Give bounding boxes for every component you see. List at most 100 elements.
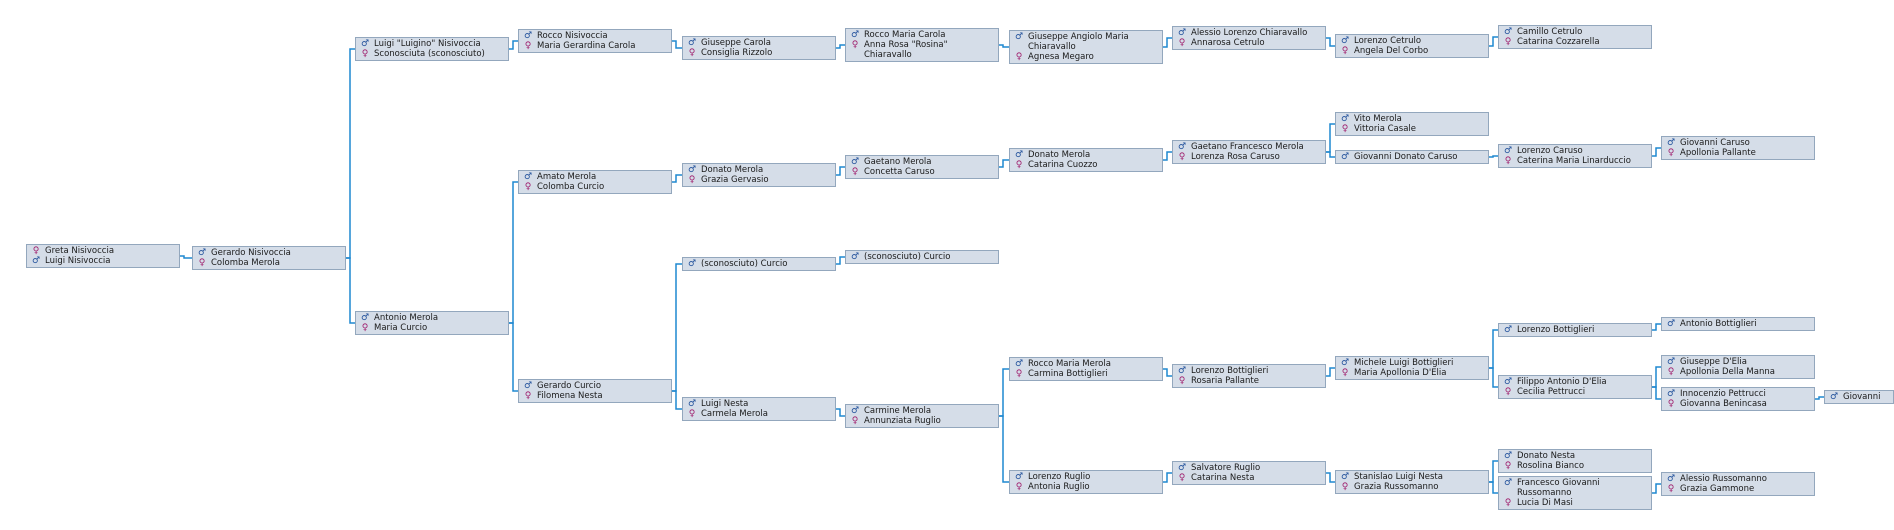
person-node[interactable]: ♂Luigi Nesta♀Carmela Merola — [682, 397, 836, 421]
person-node[interactable]: ♂Gerardo Nisivoccia♀Colomba Merola — [192, 246, 346, 270]
person-entry[interactable]: ♀Antonia Ruglio — [1014, 482, 1160, 492]
person-entry[interactable]: ♂Giuseppe Carola — [687, 38, 833, 48]
person-node[interactable]: ♂Donato Merola♀Grazia Gervasio — [682, 163, 836, 187]
person-entry[interactable]: ♀Rosaria Pallante — [1177, 376, 1323, 386]
person-node[interactable]: ♂Giovanni Caruso♀Apollonia Pallante — [1661, 136, 1815, 160]
person-entry[interactable]: ♂Salvatore Ruglio — [1177, 463, 1323, 473]
person-entry[interactable]: ♀Catarina Nesta — [1177, 473, 1323, 483]
person-node[interactable]: ♀Greta Nisivoccia♂Luigi Nisivoccia — [26, 244, 180, 268]
person-entry[interactable]: ♂Giovanni — [1829, 392, 1891, 402]
person-entry[interactable]: ♂Gaetano Francesco Merola — [1177, 142, 1323, 152]
person-entry[interactable]: ♂Giuseppe Angiolo Maria Chiaravallo — [1014, 32, 1160, 52]
person-node[interactable]: ♂Lorenzo Bottiglieri — [1498, 323, 1652, 337]
person-entry[interactable]: ♂Innocenzio Pettrucci — [1666, 389, 1812, 399]
person-node[interactable]: ♂Vito Merola♀Vittoria Casale — [1335, 112, 1489, 136]
person-node[interactable]: ♂Lorenzo Ruglio♀Antonia Ruglio — [1009, 470, 1163, 494]
person-node[interactable]: ♂Carmine Merola♀Annunziata Ruglio — [845, 404, 999, 428]
person-entry[interactable]: ♂Antonio Merola — [360, 313, 506, 323]
person-entry[interactable]: ♀Caterina Maria Linarduccio — [1503, 156, 1649, 166]
person-entry[interactable]: ♀Grazia Russomanno — [1340, 482, 1486, 492]
person-node[interactable]: ♂Giuseppe Carola♀Consiglia Rizzolo — [682, 36, 836, 60]
person-entry[interactable]: ♂Francesco Giovanni Russomanno — [1503, 478, 1649, 498]
person-entry[interactable]: ♂Donato Merola — [687, 165, 833, 175]
person-node[interactable]: ♂Rocco Nisivoccia♀Maria Gerardina Carola — [518, 29, 672, 53]
person-entry[interactable]: ♂Rocco Maria Carola — [850, 30, 996, 40]
person-entry[interactable]: ♀Cecilia Pettrucci — [1503, 387, 1649, 397]
person-node[interactable]: ♂Salvatore Ruglio♀Catarina Nesta — [1172, 461, 1326, 485]
person-entry[interactable]: ♀Concetta Caruso — [850, 167, 996, 177]
person-entry[interactable]: ♂Luigi "Luigino" Nisivoccia — [360, 39, 506, 49]
person-node[interactable]: ♂Francesco Giovanni Russomanno♀Lucia Di … — [1498, 476, 1652, 510]
person-entry[interactable]: ♀Catarina Cozzarella — [1503, 37, 1649, 47]
person-node[interactable]: ♂Michele Luigi Bottiglieri♀Maria Apollon… — [1335, 356, 1489, 380]
person-entry[interactable]: ♂Gaetano Merola — [850, 157, 996, 167]
person-entry[interactable]: ♀Annunziata Ruglio — [850, 416, 996, 426]
person-entry[interactable]: ♂Rocco Maria Merola — [1014, 359, 1160, 369]
person-entry[interactable]: ♀Colomba Merola — [197, 258, 343, 268]
person-entry[interactable]: ♂Donato Merola — [1014, 150, 1160, 160]
person-entry[interactable]: ♀Catarina Cuozzo — [1014, 160, 1160, 170]
person-entry[interactable]: ♀Sconosciuta (sconosciuto) — [360, 49, 506, 59]
person-entry[interactable]: ♀Grazia Gammone — [1666, 484, 1812, 494]
person-node[interactable]: ♂Gaetano Merola♀Concetta Caruso — [845, 155, 999, 179]
person-entry[interactable]: ♂Amato Merola — [523, 172, 669, 182]
person-entry[interactable]: ♂Lorenzo Bottiglieri — [1177, 366, 1323, 376]
person-entry[interactable]: ♂Carmine Merola — [850, 406, 996, 416]
person-entry[interactable]: ♀Apollonia Della Manna — [1666, 367, 1812, 377]
person-entry[interactable]: ♀Carmela Merola — [687, 409, 833, 419]
person-entry[interactable]: ♂Filippo Antonio D'Elia — [1503, 377, 1649, 387]
person-entry[interactable]: ♀Consiglia Rizzolo — [687, 48, 833, 58]
person-entry[interactable]: ♂Giovanni Caruso — [1666, 138, 1812, 148]
person-node[interactable]: ♂Alessio Russomanno♀Grazia Gammone — [1661, 472, 1815, 496]
person-entry[interactable]: ♂Giuseppe D'Elia — [1666, 357, 1812, 367]
person-entry[interactable]: ♀Giovanna Benincasa — [1666, 399, 1812, 409]
person-entry[interactable]: ♀Maria Curcio — [360, 323, 506, 333]
person-node[interactable]: ♂Giovanni — [1824, 390, 1894, 404]
person-entry[interactable]: ♂Lorenzo Caruso — [1503, 146, 1649, 156]
person-node[interactable]: ♂Innocenzio Pettrucci♀Giovanna Benincasa — [1661, 387, 1815, 411]
person-entry[interactable]: ♀Rosolina Bianco — [1503, 461, 1649, 471]
person-entry[interactable]: ♂Vito Merola — [1340, 114, 1486, 124]
person-entry[interactable]: ♂Alessio Lorenzo Chiaravallo — [1177, 28, 1323, 38]
person-entry[interactable]: ♀Maria Gerardina Carola — [523, 41, 669, 51]
person-node[interactable]: ♂Rocco Maria Carola♀Anna Rosa "Rosina" C… — [845, 28, 999, 62]
person-entry[interactable]: ♂Luigi Nesta — [687, 399, 833, 409]
person-entry[interactable]: ♂Donato Nesta — [1503, 451, 1649, 461]
person-node[interactable]: ♂Gaetano Francesco Merola♀Lorenza Rosa C… — [1172, 140, 1326, 164]
person-entry[interactable]: ♀Maria Apollonia D'Elia — [1340, 368, 1486, 378]
person-entry[interactable]: ♀Angela Del Corbo — [1340, 46, 1486, 56]
person-entry[interactable]: ♂Camillo Cetrulo — [1503, 27, 1649, 37]
person-entry[interactable]: ♀Carmina Bottiglieri — [1014, 369, 1160, 379]
person-entry[interactable]: ♀Filomena Nesta — [523, 391, 669, 401]
person-node[interactable]: ♂Amato Merola♀Colomba Curcio — [518, 170, 672, 194]
person-entry[interactable]: ♂Lorenzo Cetrulo — [1340, 36, 1486, 46]
person-node[interactable]: ♂Giuseppe D'Elia♀Apollonia Della Manna — [1661, 355, 1815, 379]
person-node[interactable]: ♂Giuseppe Angiolo Maria Chiaravallo♀Agne… — [1009, 30, 1163, 64]
person-entry[interactable]: ♂Lorenzo Ruglio — [1014, 472, 1160, 482]
person-node[interactable]: ♂Lorenzo Cetrulo♀Angela Del Corbo — [1335, 34, 1489, 58]
person-entry[interactable]: ♀Vittoria Casale — [1340, 124, 1486, 134]
person-entry[interactable]: ♀Greta Nisivoccia — [31, 246, 177, 256]
person-node[interactable]: ♂Gerardo Curcio♀Filomena Nesta — [518, 379, 672, 403]
person-entry[interactable]: ♂Alessio Russomanno — [1666, 474, 1812, 484]
person-entry[interactable]: ♀Anna Rosa "Rosina" Chiaravallo — [850, 40, 996, 60]
person-entry[interactable]: ♂(sconosciuto) Curcio — [850, 252, 996, 262]
person-node[interactable]: ♂Alessio Lorenzo Chiaravallo♀Annarosa Ce… — [1172, 26, 1326, 50]
person-node[interactable]: ♂Antonio Bottiglieri — [1661, 317, 1815, 331]
person-entry[interactable]: ♀Annarosa Cetrulo — [1177, 38, 1323, 48]
person-entry[interactable]: ♀Lucia Di Masi — [1503, 498, 1649, 508]
person-entry[interactable]: ♂(sconosciuto) Curcio — [687, 259, 833, 269]
person-node[interactable]: ♂Stanislao Luigi Nesta♀Grazia Russomanno — [1335, 470, 1489, 494]
person-entry[interactable]: ♂Rocco Nisivoccia — [523, 31, 669, 41]
person-entry[interactable]: ♂Lorenzo Bottiglieri — [1503, 325, 1649, 335]
person-entry[interactable]: ♀Grazia Gervasio — [687, 175, 833, 185]
person-node[interactable]: ♂Giovanni Donato Caruso — [1335, 150, 1489, 164]
person-node[interactable]: ♂Donato Merola♀Catarina Cuozzo — [1009, 148, 1163, 172]
person-node[interactable]: ♂Filippo Antonio D'Elia♀Cecilia Pettrucc… — [1498, 375, 1652, 399]
person-entry[interactable]: ♀Colomba Curcio — [523, 182, 669, 192]
person-entry[interactable]: ♂Gerardo Nisivoccia — [197, 248, 343, 258]
person-entry[interactable]: ♂Giovanni Donato Caruso — [1340, 152, 1486, 162]
person-node[interactable]: ♂(sconosciuto) Curcio — [682, 257, 836, 271]
person-node[interactable]: ♂Camillo Cetrulo♀Catarina Cozzarella — [1498, 25, 1652, 49]
person-entry[interactable]: ♂Gerardo Curcio — [523, 381, 669, 391]
